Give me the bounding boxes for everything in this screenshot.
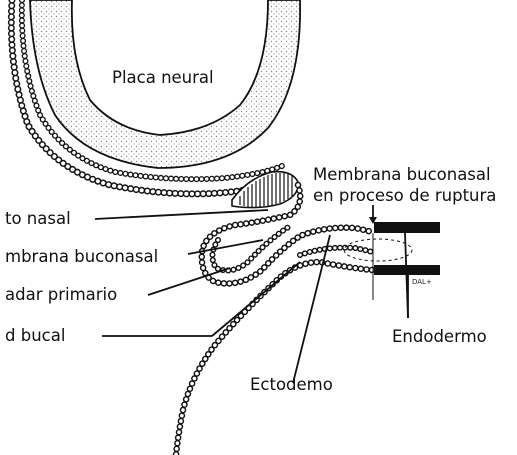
label-saco-nasal: to nasal <box>5 209 71 228</box>
label-ectodermo: Ectodemo <box>250 375 333 394</box>
artist-signature: DAL+ <box>412 278 432 286</box>
leader-membrana <box>188 240 263 254</box>
endoderm-bar-top <box>374 222 440 233</box>
label-membrana-title-1: Membrana buconasal <box>313 165 491 184</box>
label-endodermo: Endodermo <box>392 327 487 346</box>
label-membrana-title-2: en proceso de ruptura <box>313 186 496 205</box>
label-placa-neural: Placa neural <box>112 68 214 87</box>
label-paladar-primario: adar primario <box>5 285 117 304</box>
leader-saco-nasal <box>95 210 268 219</box>
label-cavidad-bucal: d bucal <box>5 326 65 345</box>
label-membrana-buconasal: mbrana buconasal <box>5 247 158 266</box>
